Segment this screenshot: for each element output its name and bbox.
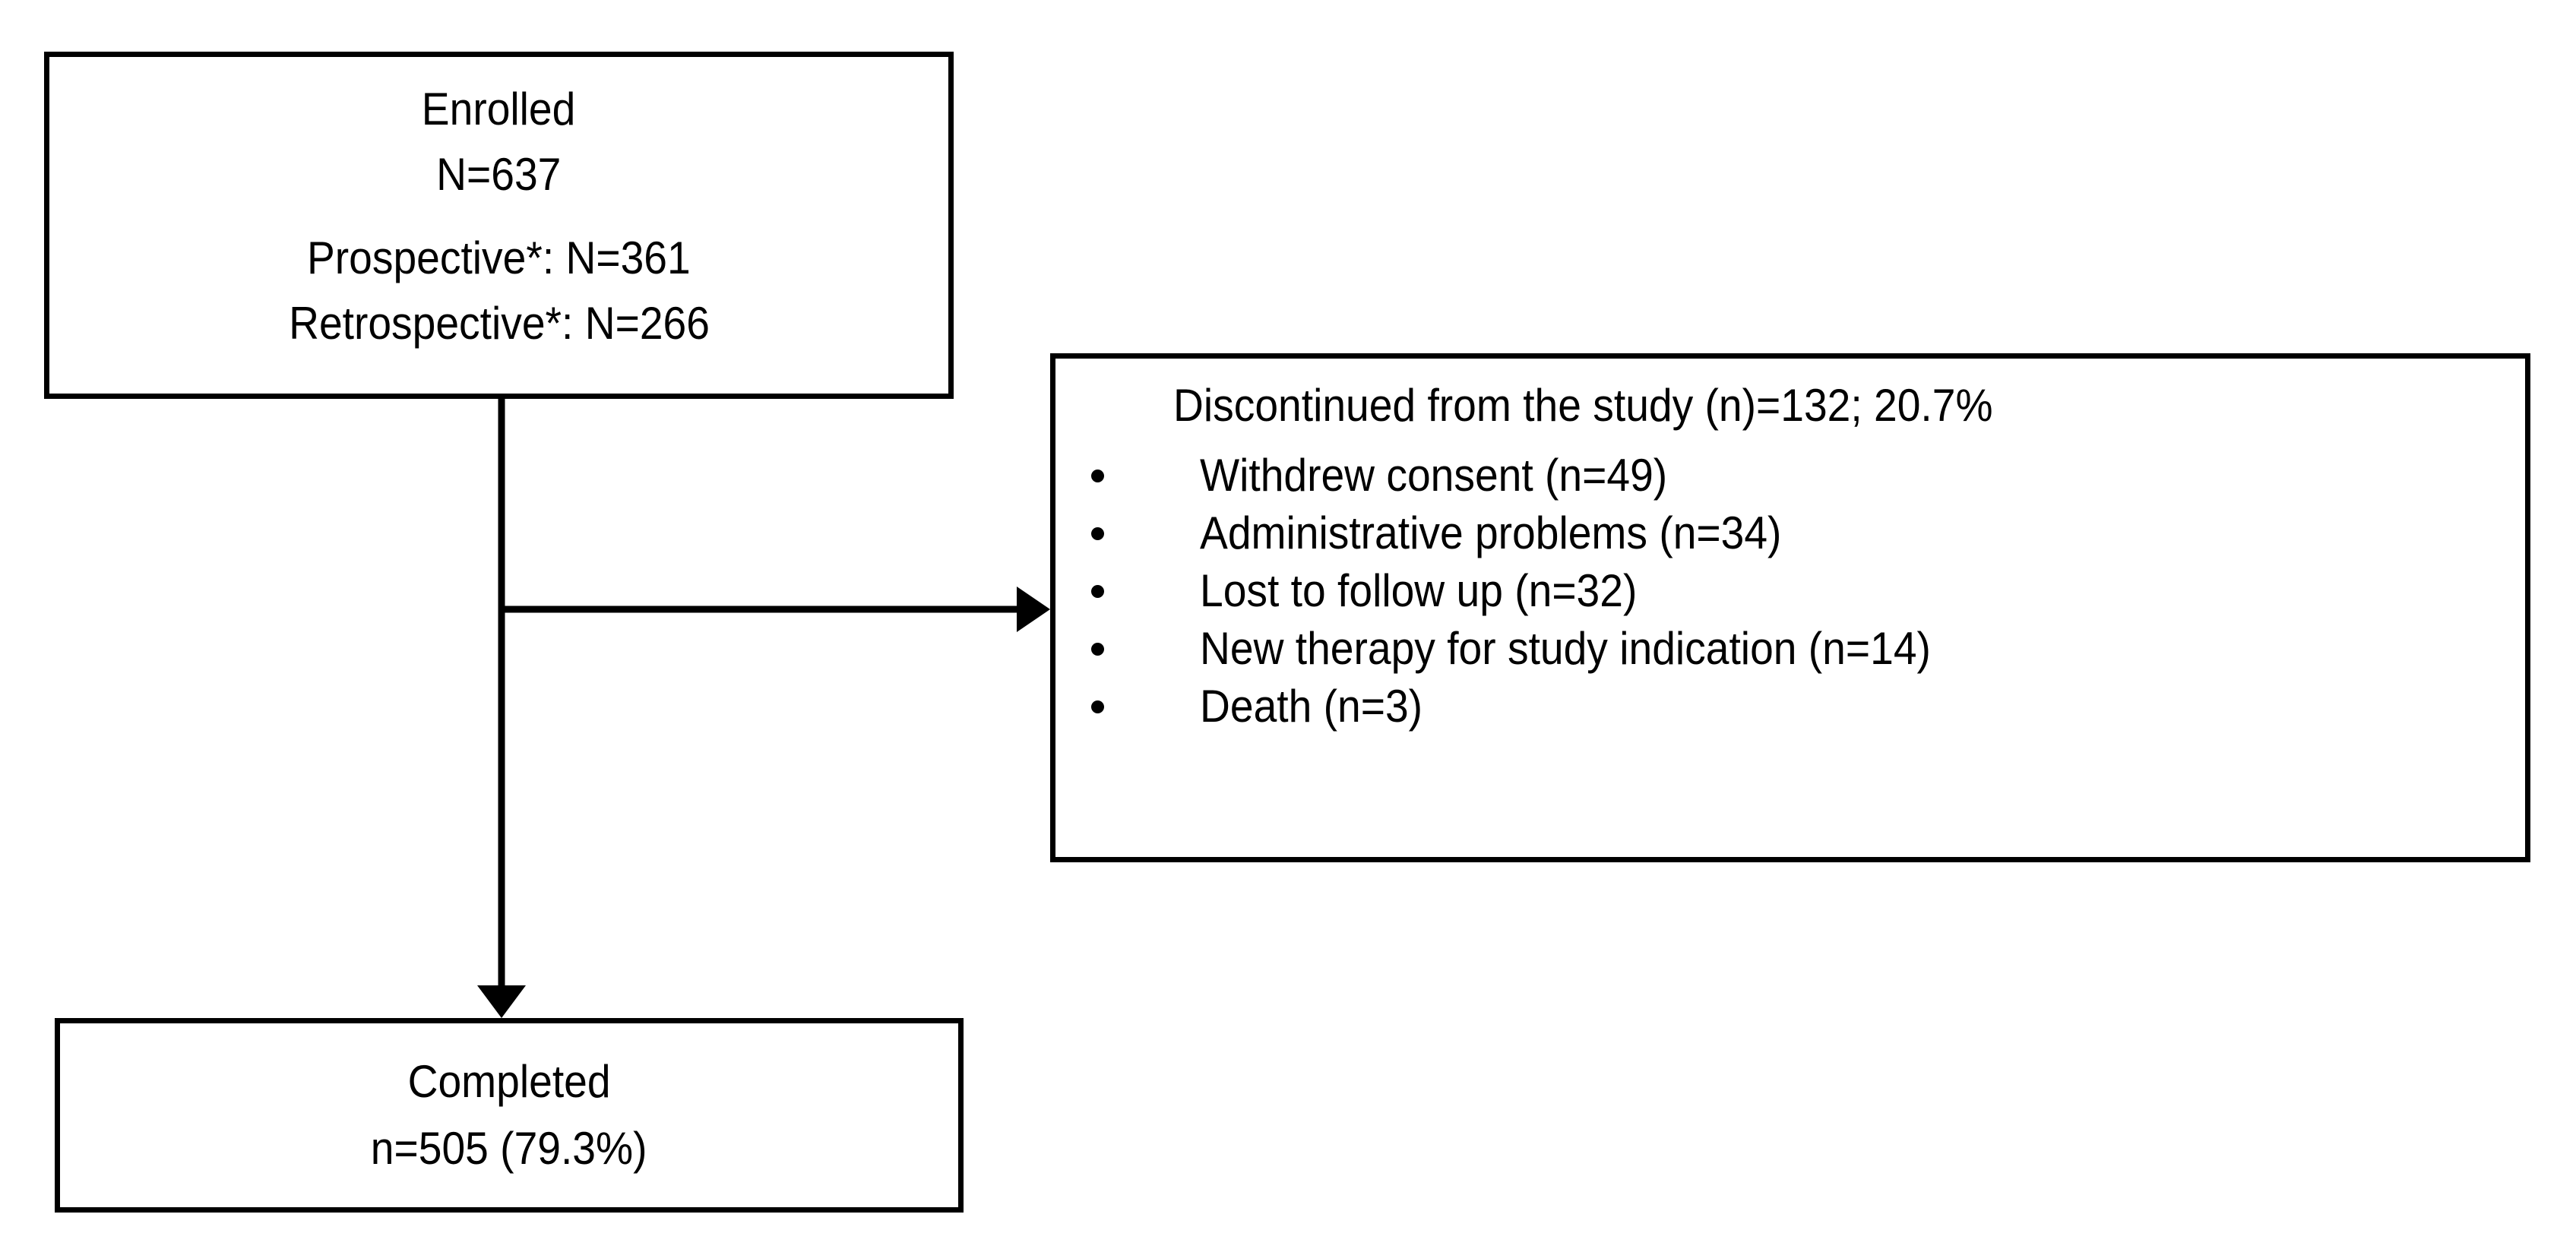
completed-box: Completed n=505 (79.3%) [55,1018,964,1213]
enrolled-title: Enrolled [422,84,576,134]
bullet-icon [1091,643,1104,656]
completed-title: Completed [407,1056,611,1107]
list-item-label: Lost to follow up (n=32) [1200,565,1638,616]
completed-count: n=505 (79.3%) [371,1123,647,1174]
discontinued-header: Discontinued from the study (n)=132; 20.… [1173,380,1993,431]
list-item-label: Administrative problems (n=34) [1200,508,1782,558]
list-item-label: Death (n=3) [1200,681,1423,732]
list-item: New therapy for study indication (n=14) [1055,620,2525,678]
list-item-label: New therapy for study indication (n=14) [1200,623,1931,674]
arrowhead-right-icon [1017,587,1050,632]
list-item-label: Withdrew consent (n=49) [1200,450,1668,501]
enrolled-retrospective: Retrospective*: N=266 [288,298,710,349]
list-item: Administrative problems (n=34) [1055,504,2525,562]
enrolled-box: Enrolled N=637 Prospective*: N=361 Retro… [44,52,954,399]
bullet-icon [1091,585,1104,598]
bullet-icon [1091,470,1104,482]
list-item: Lost to follow up (n=32) [1055,562,2525,620]
discontinued-box: Discontinued from the study (n)=132; 20.… [1050,353,2530,862]
list-item: Withdrew consent (n=49) [1055,447,2525,504]
bullet-icon [1091,527,1104,540]
enrolled-total: N=637 [436,149,562,200]
arrowhead-down-icon [477,985,526,1018]
enrolled-prospective: Prospective*: N=361 [307,232,691,283]
discontinued-reason-list: Withdrew consent (n=49) Administrative p… [1055,447,2525,735]
bullet-icon [1091,700,1104,713]
list-item: Death (n=3) [1055,678,2525,735]
